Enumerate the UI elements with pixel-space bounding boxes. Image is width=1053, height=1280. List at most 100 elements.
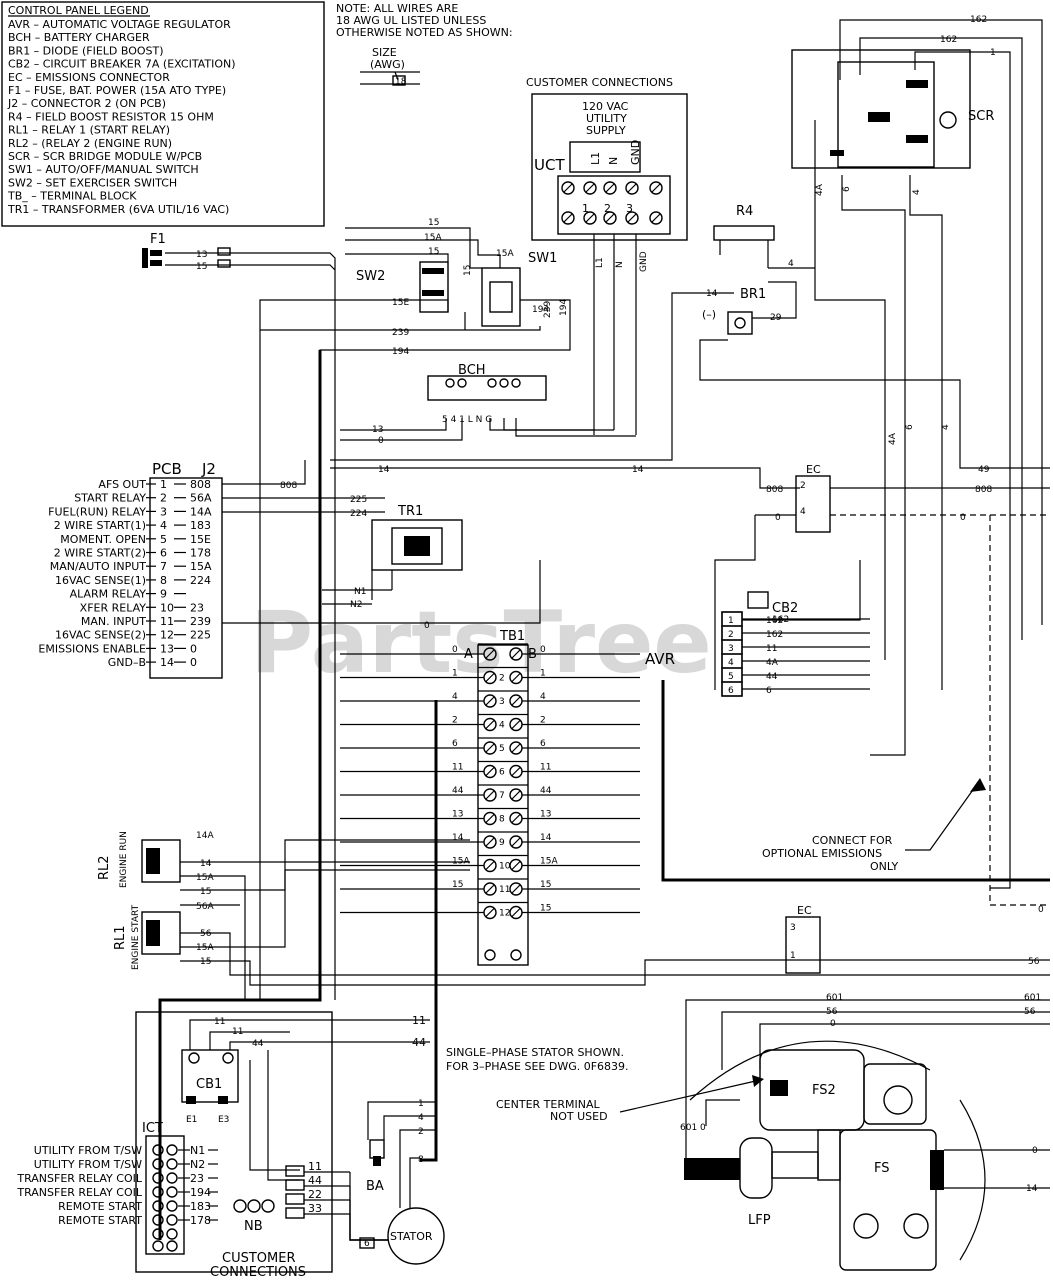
uct-n: N [607, 157, 620, 165]
tb1-right-wire: 4 [540, 692, 546, 702]
wire-n: N [615, 261, 625, 268]
avr-pin-wire: 6 [766, 686, 772, 696]
pcb-pin-number: 5 [160, 533, 167, 546]
pcb-pin-name: AFS OUT [98, 478, 146, 491]
cb1-44: 44 [252, 1039, 264, 1049]
rl1-15a: 15A [196, 943, 214, 953]
avr-pin-wire: 44 [766, 672, 778, 682]
ict-row-label: TRANSFER RELAY COIL [16, 1172, 143, 1185]
pcb-pin-name: GND–B [108, 656, 146, 669]
avr-pin-wire: 4A [766, 658, 779, 668]
uct-screw [625, 211, 639, 225]
tb1-row-number: 7 [499, 791, 505, 801]
pcb-pin-wire: 15A [190, 560, 212, 573]
wire-0-a: 0 [424, 621, 430, 631]
ict-row-label: REMOTE START [58, 1214, 142, 1227]
br1-label: BR1 [740, 287, 766, 302]
pcb-pin-name: START RELAY [74, 492, 146, 505]
stator-w6: 6 [364, 1239, 370, 1249]
r4-label: R4 [736, 204, 753, 219]
fs2-label: FS2 [812, 1083, 836, 1098]
stator-wire-label: 44 [308, 1174, 322, 1187]
center-terminal-1: CENTER TERMINAL [496, 1098, 600, 1111]
pcb-pin-wire: 23 [190, 601, 204, 614]
r4-wire-4: 4 [788, 259, 794, 269]
tb1-right-wire: 14 [540, 833, 552, 843]
note-line-3: OTHERWISE NOTED AS SHOWN: [336, 26, 513, 39]
ec-0-a: 0 [775, 513, 781, 523]
br1-minus: (–) [702, 308, 716, 321]
ba-label: BA [366, 1179, 384, 1194]
stator-wire-label: 11 [308, 1160, 322, 1173]
pcb-pin-wire: 183 [190, 519, 211, 532]
stator-w1: 1 [418, 1099, 424, 1109]
pcb-pin-number: 1 [160, 478, 167, 491]
size-label: SIZE [372, 46, 397, 59]
sw1-239: 239 [543, 301, 553, 318]
uct-num-2: 2 [604, 202, 611, 215]
ict-label: ICT [142, 1121, 163, 1136]
cc-supply-1: 120 VAC [582, 100, 629, 113]
pcb-pin-name: 2 WIRE START(1) [54, 519, 146, 532]
fs-0-b: 0 [1032, 1146, 1038, 1156]
tb1-right-wire: 15 [540, 880, 551, 890]
cc-supply-2: UTILITY [586, 112, 627, 125]
tb1-row-number: 5 [499, 744, 505, 754]
scr-label: SCR [968, 109, 994, 124]
pcb-pin-number: 4 [160, 519, 167, 532]
emissions-note-3: ONLY [870, 860, 899, 873]
tb1-left-wire: 14 [452, 833, 464, 843]
f1-15: 15 [196, 262, 207, 272]
tb1-left-wire: 1 [452, 669, 458, 679]
stator-wire-tag [285, 1193, 305, 1205]
awg-label: (AWG) [370, 58, 405, 71]
ec-bottom-pin-1: 1 [790, 951, 796, 961]
ict-row-wire: N2 [190, 1158, 205, 1171]
avr-pin-number: 6 [728, 686, 734, 696]
ict-row-wire: 194 [190, 1186, 211, 1199]
tb1-right-wire: 15 [540, 904, 551, 914]
stator-wire-tag [285, 1207, 305, 1219]
wire-14-b: 14 [632, 465, 644, 475]
pcb-pin-wire: 224 [190, 574, 211, 587]
legend-item: RL1 – RELAY 1 (START RELAY) [8, 124, 170, 137]
tb1-row-number: 9 [499, 838, 505, 848]
note-line-1: NOTE: ALL WIRES ARE [336, 2, 458, 15]
stator-wire-label: 33 [308, 1202, 322, 1215]
scr-162-b: 162 [940, 35, 957, 45]
pcb-pin-number: 14 [160, 656, 174, 669]
ec-bottom-label: EC [797, 904, 812, 917]
pcb-pin-name: FUEL(RUN) RELAY [48, 505, 146, 518]
sw-239: 239 [392, 328, 409, 338]
avr-pin-number: 3 [728, 644, 734, 654]
pcb-pin-name: EMISSIONS ENABLE [38, 642, 146, 655]
rl1-15: 15 [200, 957, 211, 967]
pcb-pin-name: MOMENT. OPEN [60, 533, 146, 546]
rl2-15: 15 [200, 887, 211, 897]
ec-808-b: 808 [975, 485, 992, 495]
sw-15: 15 [428, 218, 439, 228]
legend-item: SW2 – SET EXERCISER SWITCH [8, 176, 177, 189]
legend-box [1, 1, 325, 227]
emissions-note-1: CONNECT FOR [812, 834, 893, 847]
pcb-pin-wire: 0 [190, 642, 197, 655]
sw-15a: 15A [424, 233, 442, 243]
pcb-pin-number: 7 [160, 560, 167, 573]
f1-fuse: F1 13 15 [142, 232, 336, 1000]
tb1-row-number: 6 [499, 768, 505, 778]
sw1-label: SW1 [528, 251, 557, 266]
tb1-left-wire: 6 [452, 739, 458, 749]
br1-diode: BR1 (–) 29 14 49 [330, 281, 1050, 475]
ec-pin-2: 2 [800, 481, 806, 491]
legend-item: SCR – SCR BRIDGE MODULE W/PCB [8, 150, 202, 163]
wire-56-right: 56 [1028, 957, 1040, 967]
ec-bottom: EC 3 1 [785, 904, 821, 974]
wire-l1: L1 [595, 257, 605, 268]
tb1-left-wire: 15 [452, 880, 463, 890]
br1-14: 14 [706, 289, 718, 299]
tb1-right-wire: 15A [540, 857, 558, 867]
tr1-transformer: TR1 N1 N2 [322, 504, 463, 610]
rl1-sub: ENGINE START [131, 904, 141, 970]
sw1-15a: 15A [496, 249, 514, 259]
